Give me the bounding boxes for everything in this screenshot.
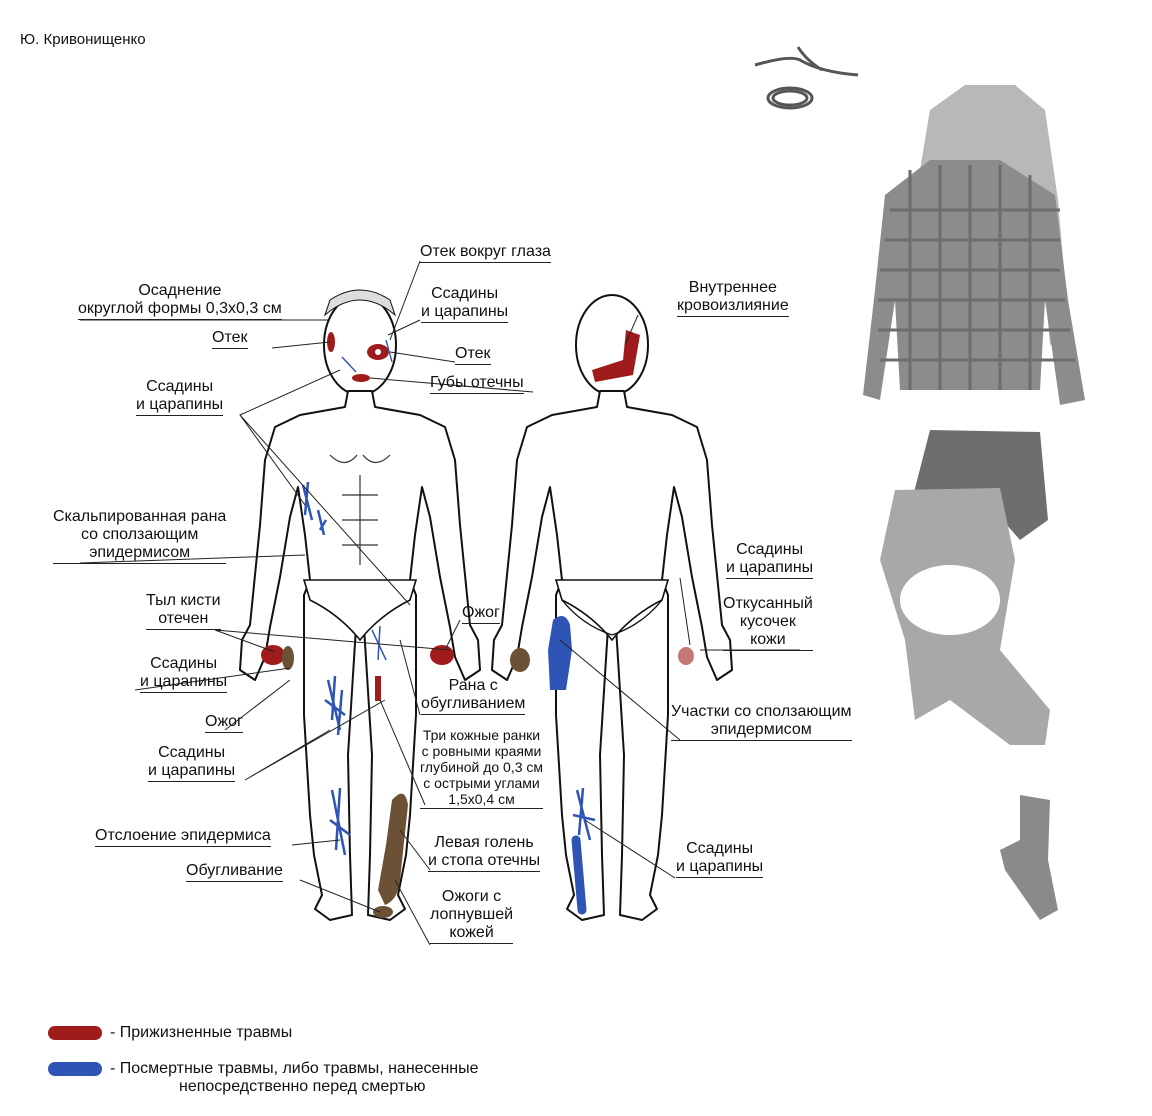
label-line: кожи [750, 631, 786, 648]
postmortem-thigh-mark [548, 616, 572, 690]
label-line: Тыл кисти [146, 592, 221, 609]
legend-postmortem-text-2: непосредственно перед смертью [179, 1078, 426, 1095]
label-line: Три кожные ранки [422, 727, 541, 743]
label-line: Ссадины [736, 541, 804, 558]
postmortem-injuries [301, 339, 596, 915]
label-line: Ожог [462, 604, 500, 621]
label-line: Ожог [205, 713, 243, 730]
label-burn-hand: Ожог [462, 604, 500, 624]
label-line: обугливанием [421, 695, 526, 712]
label-epidermis-detach: Отслоение эпидермиса [95, 827, 271, 847]
label-line: и царапины [421, 303, 509, 320]
label-line: и царапины [140, 673, 228, 690]
label-line: с ровными краями [421, 743, 542, 759]
label-line: Отек [455, 345, 491, 362]
label-burn-leg: Ожог [205, 713, 243, 733]
label-line: Отек вокруг глаза [420, 243, 551, 260]
legend-postmortem-text: - Посмертные травмы, либо травмы, нанесе… [110, 1060, 479, 1077]
label-line: 1,5х0,4 см [448, 791, 515, 807]
sock [1000, 795, 1058, 920]
label-line: и царапины [726, 559, 814, 576]
label-line: Внутреннее [688, 279, 777, 296]
rope-item [754, 46, 859, 110]
label-line: Ссадины [686, 840, 754, 857]
label-lips: Губы отечны [430, 374, 524, 394]
label-line: кровоизлияние [677, 297, 789, 314]
label-line: Осаднение [138, 282, 222, 299]
label-line: Ссадины [158, 744, 226, 761]
label-swelling-right: Отек [455, 345, 491, 365]
label-line: со сползающим [80, 526, 199, 543]
label-line: и царапины [676, 858, 764, 875]
back-figure [491, 294, 733, 921]
legend-lifetime-text: - Прижизненные травмы [110, 1024, 293, 1041]
label-line: кусочек [739, 613, 796, 630]
label-line: Левая голень [434, 834, 534, 851]
burns [282, 646, 530, 918]
label-line: Ссадины [431, 285, 499, 302]
label-line: Участки со сползающим [671, 703, 852, 720]
label-line: Отслоение эпидермиса [95, 827, 271, 844]
label-line: округлой формы 0,3х0,3 см [78, 300, 282, 317]
label-swelling-left: Отек [212, 329, 248, 349]
author-name: Ю. Кривонищенко [20, 31, 146, 48]
label-line: и стопа отечны [428, 852, 541, 869]
label-line: Обугливание [186, 862, 283, 879]
label-line: глубиной до 0,3 см [420, 759, 544, 775]
label-line: с острыми углами [423, 775, 540, 791]
label-line: и царапины [136, 396, 224, 413]
label-line: Откусанный [723, 595, 813, 612]
label-line: лопнувшей [430, 906, 514, 923]
label-eye-swelling: Отек вокруг глаза [420, 243, 551, 263]
label-line: Рана с [448, 677, 498, 694]
label-line: и царапины [148, 762, 236, 779]
front-figure [239, 289, 481, 921]
label-line: Ссадины [150, 655, 218, 672]
label-line: Скальпированная рана [53, 508, 227, 525]
label-line: отечен [158, 610, 209, 627]
label-line: кожей [449, 924, 494, 941]
label-line: эпидермисом [710, 721, 812, 738]
shirt-plaid [863, 160, 1085, 405]
label-line: эпидермисом [89, 544, 191, 561]
label-line: Губы отечны [430, 374, 524, 391]
red-swatch [48, 1025, 102, 1040]
label-line: Ссадины [146, 378, 214, 395]
long-johns [880, 488, 1050, 745]
blue-swatch [48, 1061, 102, 1076]
leader-lines [79, 260, 800, 946]
label-charring: Обугливание [186, 862, 283, 882]
legend-postmortem: - Посмертные травмы, либо травмы, нанесе… [48, 1060, 479, 1096]
label-line: Ожоги с [441, 888, 502, 905]
legend-lifetime: - Прижизненные травмы [48, 1024, 292, 1042]
label-line: Отек [212, 329, 248, 346]
